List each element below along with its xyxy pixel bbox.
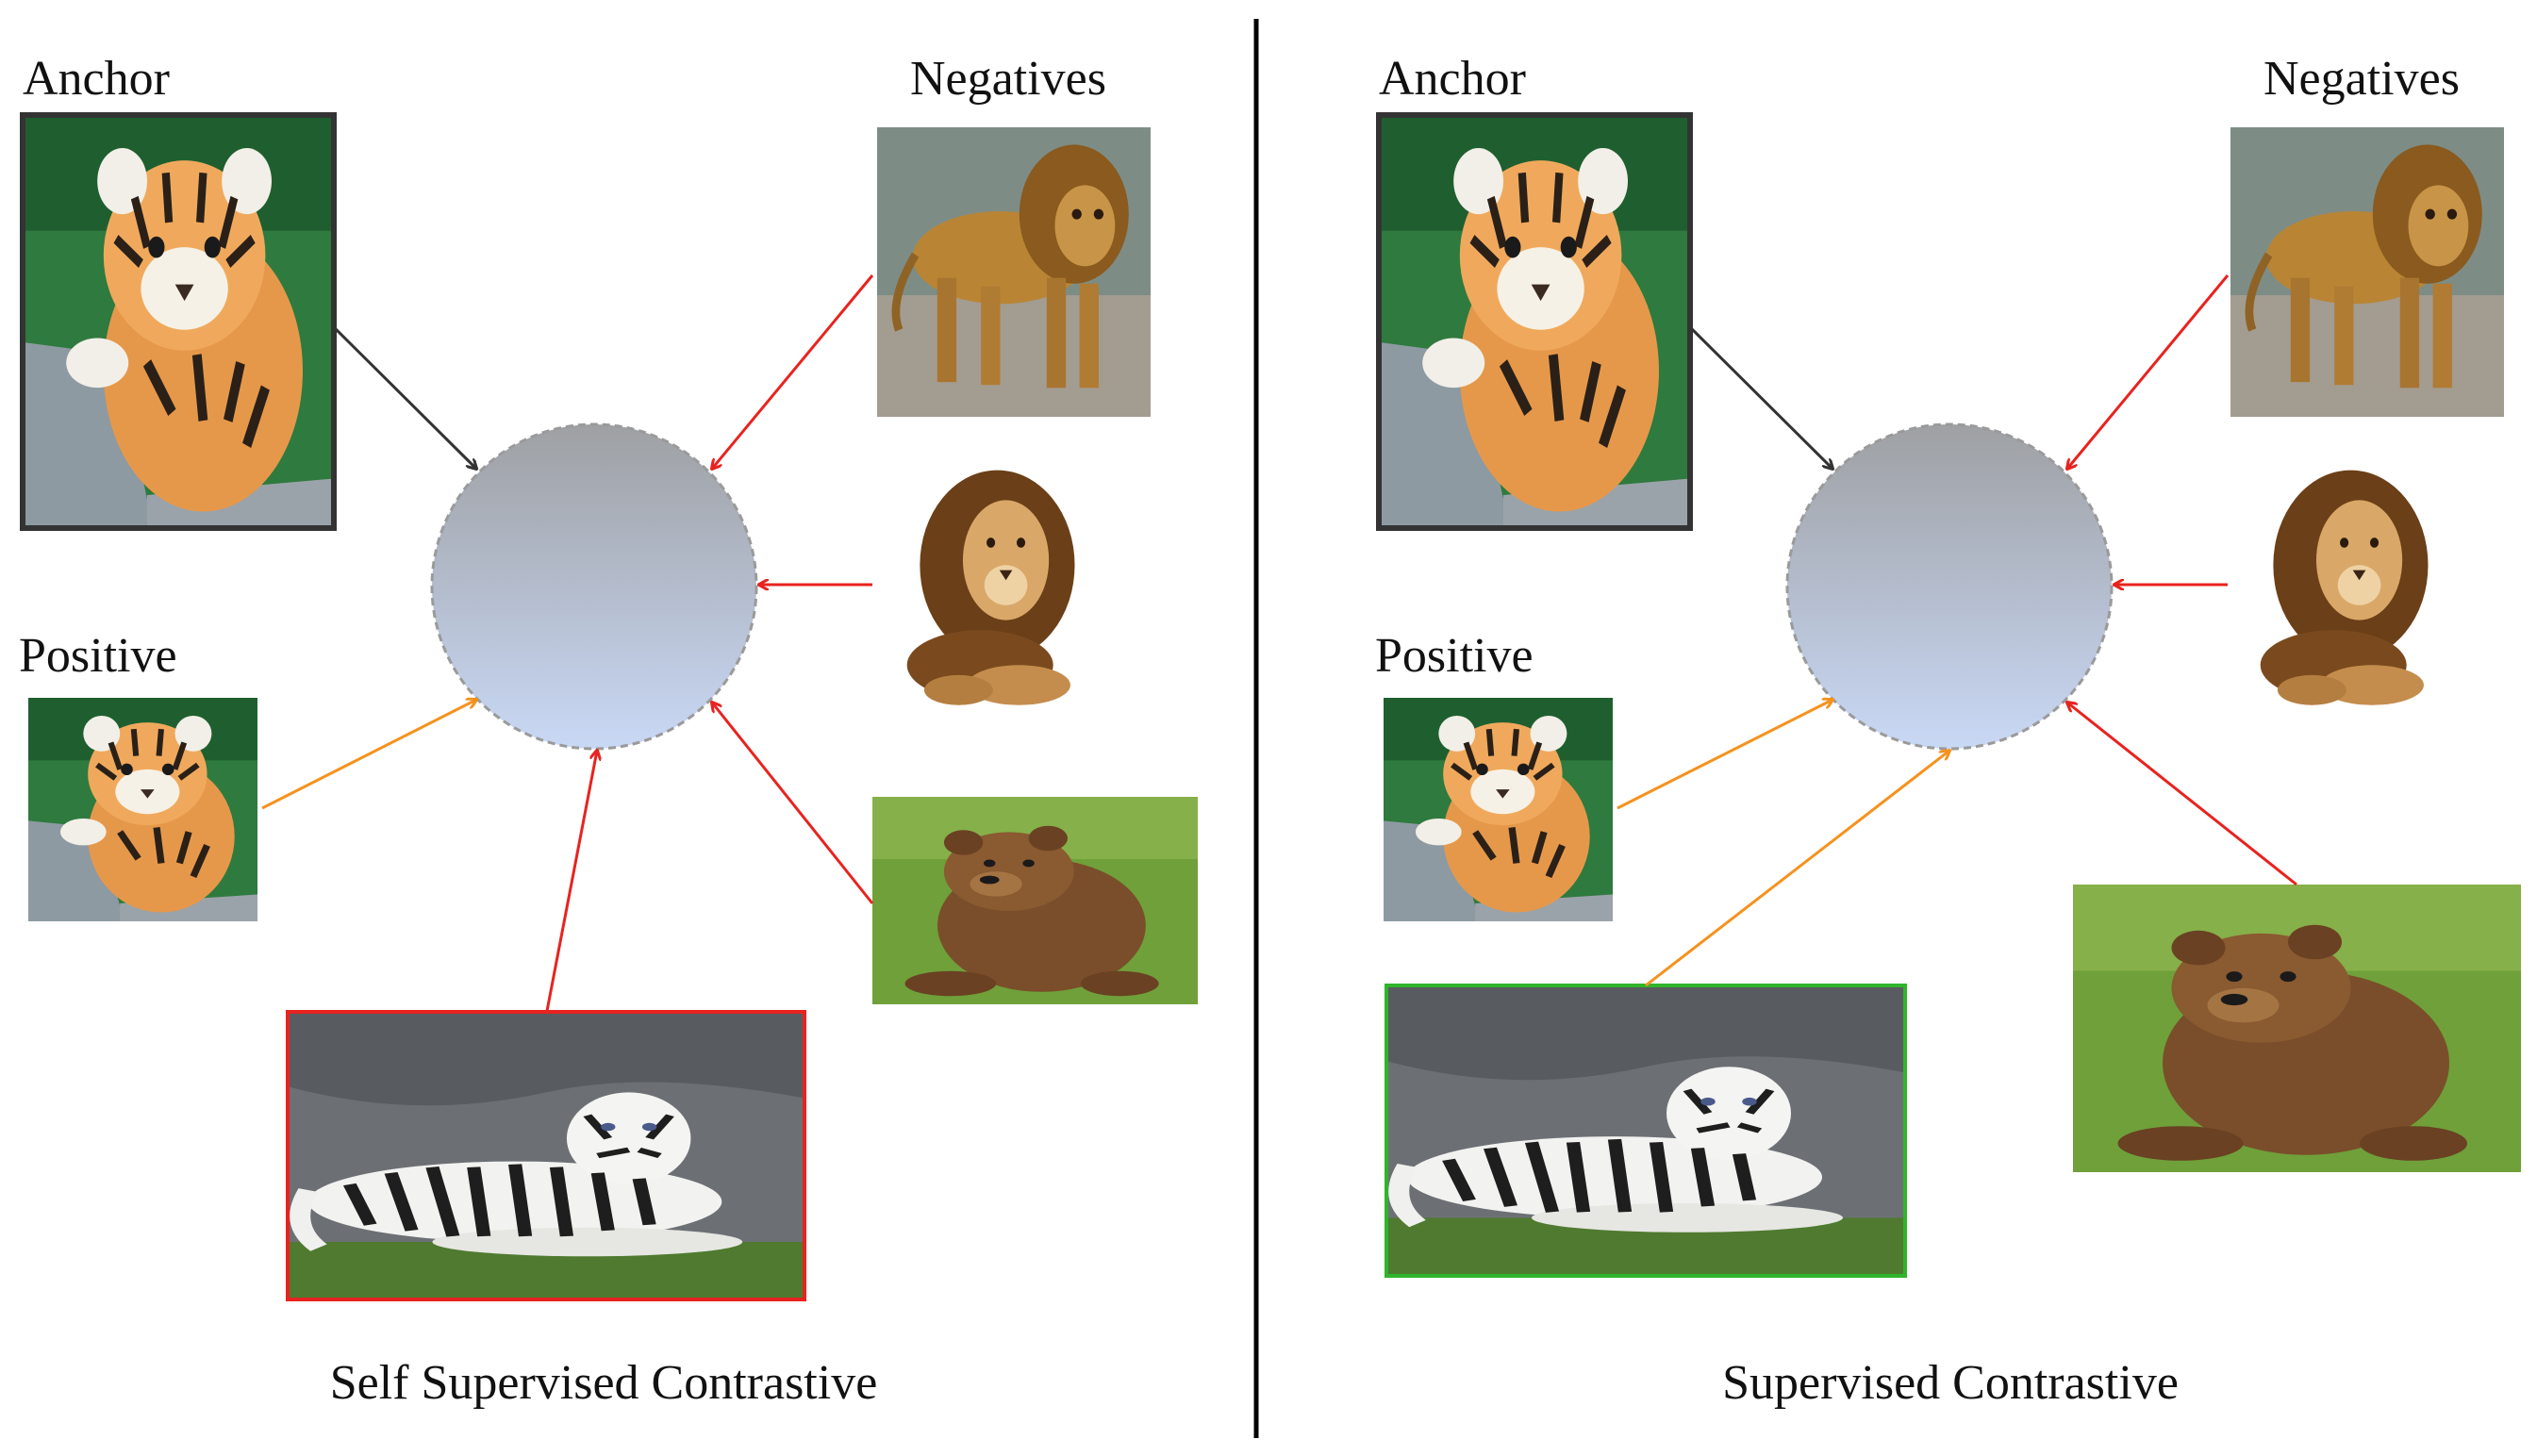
left-negative-lion-sitting [894,460,1109,710]
left-negatives-label: Negatives [910,52,1106,106]
right-anchor-label: Anchor [1379,52,1526,106]
right-embedding-sphere [1785,422,2114,751]
right-white-tiger-image [1385,984,1907,1278]
right-anchor-image [1376,112,1693,531]
left-anchor-label: Anchor [23,52,170,106]
left-negative-arrow-4 [545,751,597,1012]
right-positive-label: Positive [1375,629,1534,683]
left-positive-image [28,698,257,921]
left-negative-lion-walking [877,127,1151,417]
right-positive-arrow-1 [1617,700,1832,810]
right-negatives-label: Negatives [2263,52,2460,106]
right-anchor-arrow [1688,325,1832,469]
right-negative-arrow-1 [2067,274,2230,469]
left-negative-bear [872,797,1198,1004]
right-negative-bear [2073,885,2521,1172]
left-positive-arrow [261,700,476,810]
left-caption: Self Supervised Contrastive [330,1356,878,1410]
left-panel: Anchor Negatives Positive Self Supervise… [19,52,1198,1410]
right-negative-arrow-3 [2067,703,2297,886]
left-anchor-image [20,112,337,531]
right-positive-arrow-2 [1645,751,1949,987]
left-white-tiger-image [286,1010,806,1301]
left-negative-arrow-1 [712,274,874,469]
left-embedding-sphere [430,422,758,751]
left-positive-label: Positive [19,629,177,683]
right-negative-lion-walking [2230,127,2504,417]
left-anchor-arrow [332,325,476,469]
right-negative-lion-sitting [2247,460,2462,710]
right-caption: Supervised Contrastive [1722,1356,2179,1410]
left-negative-arrow-3 [712,703,874,904]
right-positive-image [1384,698,1613,921]
right-panel: Anchor Negatives Positive Supervised Con… [1375,52,2521,1410]
